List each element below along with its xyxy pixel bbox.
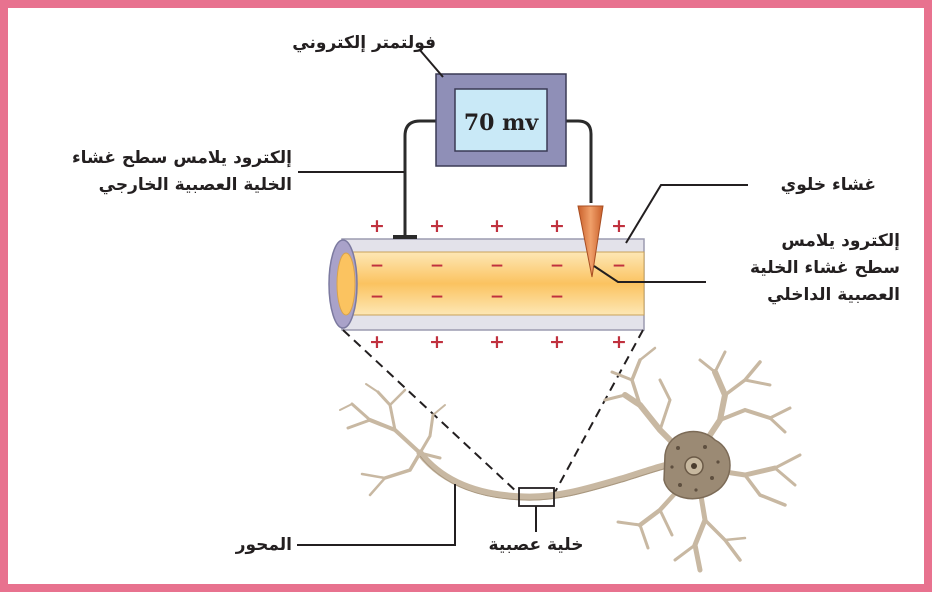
inner-electrode-label-line-2: سطح غشاء الخلية	[749, 258, 900, 278]
zoom-line-right	[553, 329, 644, 495]
neuron-nucleolus	[691, 463, 697, 469]
charge-minus-upper: −	[490, 256, 504, 276]
voltmeter-label: فولتمتر إلكتروني	[292, 33, 436, 53]
inner-electrode-tip	[577, 205, 604, 278]
inner-electrode-label-line-3: العصبية الداخلي	[767, 285, 900, 305]
charge-plus-bottom: +	[611, 331, 627, 353]
inner-electrode-label: إلكترود يلامس سطح غشاء الخلية العصبية ال…	[708, 228, 900, 309]
axon-label: المحور	[235, 535, 292, 555]
voltmeter-reading: 70 mv	[463, 110, 539, 136]
zoom-line-left	[342, 329, 520, 495]
charge-minus-lower: −	[430, 287, 444, 307]
voltmeter-lead-right	[548, 119, 593, 203]
axon-cut-core	[336, 252, 356, 316]
charges-group: + + + + + − − − − − − − − − + + + + +	[369, 215, 627, 353]
charge-minus-upper: −	[370, 256, 384, 276]
charge-plus-bottom: +	[549, 331, 565, 353]
charge-plus-top: +	[429, 215, 445, 237]
cell-membrane-label: غشاء خلوي	[780, 175, 876, 195]
charge-plus-bottom: +	[369, 331, 385, 353]
voltmeter-screen	[454, 88, 548, 152]
soma-granules	[670, 445, 720, 492]
charge-plus-top: +	[489, 215, 505, 237]
axon-leader	[297, 484, 456, 546]
neuron-label: خلية عصبية	[488, 535, 584, 555]
membrane-leader	[625, 184, 748, 244]
charge-minus-lower: −	[550, 287, 564, 307]
charge-plus-top: +	[611, 215, 627, 237]
charge-minus-lower: −	[370, 287, 384, 307]
inner-electrode-leader	[593, 265, 706, 283]
charge-minus-lower: −	[490, 287, 504, 307]
charge-plus-top: +	[549, 215, 565, 237]
charge-minus-upper: −	[612, 256, 626, 276]
voltmeter-leader	[418, 48, 444, 78]
inner-electrode-label-line-1: إلكترود يلامس	[781, 231, 900, 251]
charge-minus-upper: −	[430, 256, 444, 276]
outer-electrode-label-line-2: الخلية العصبية الخارجي	[98, 175, 292, 195]
charge-plus-bottom: +	[489, 331, 505, 353]
outer-electrode-label-line-1: إلكترود يلامس سطح غشاء	[71, 148, 292, 168]
charge-minus-upper: −	[550, 256, 564, 276]
outer-electrode-label: إلكترود يلامس سطح غشاء الخلية العصبية ال…	[28, 145, 292, 199]
charge-plus-top: +	[369, 215, 385, 237]
charge-plus-bottom: +	[429, 331, 445, 353]
neuron-drawing	[339, 346, 802, 573]
voltmeter-lead-left	[403, 119, 460, 235]
